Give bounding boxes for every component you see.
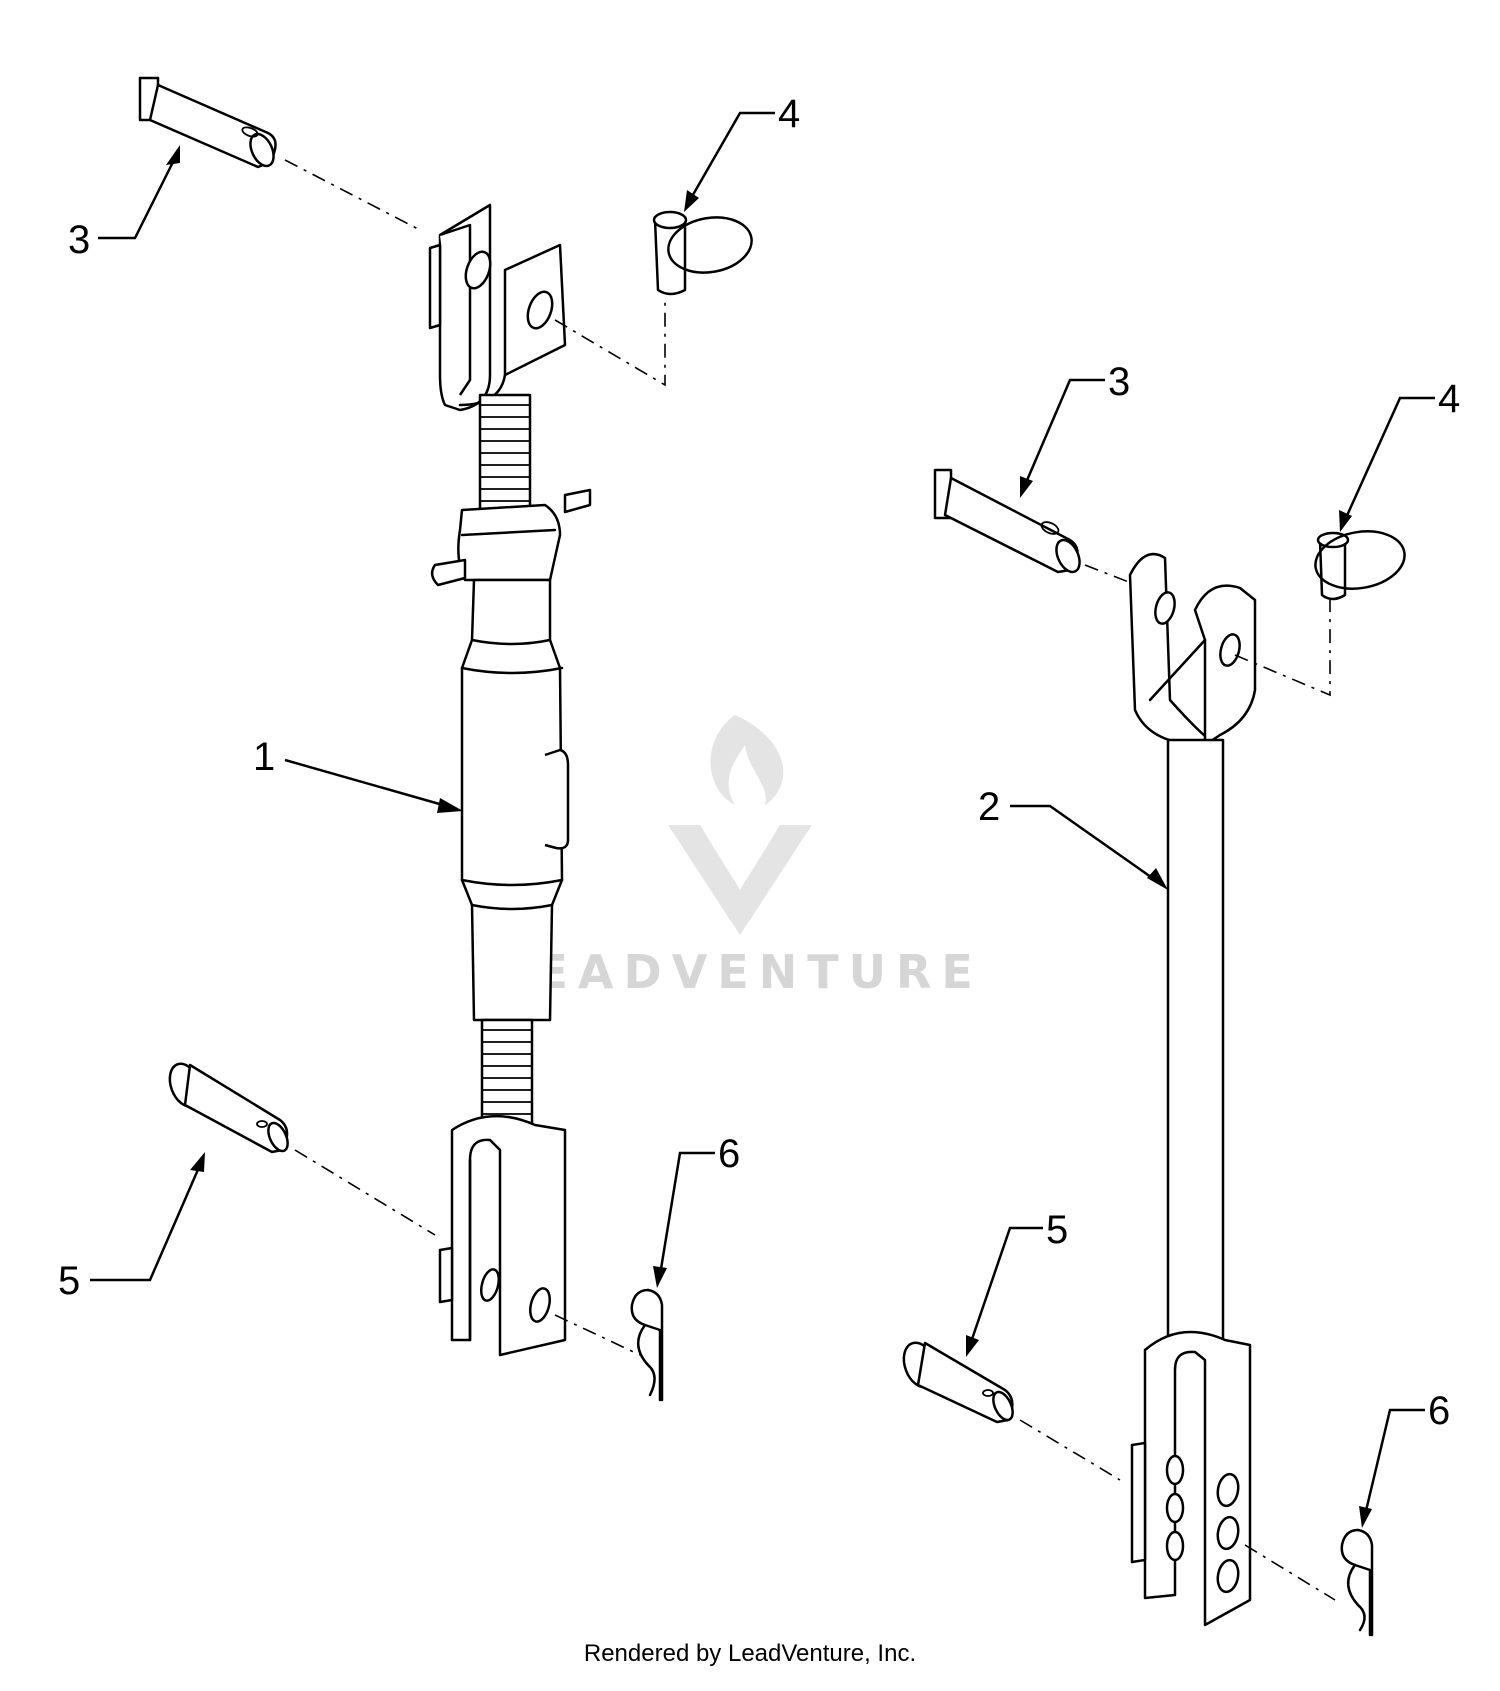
- callout-4-left: 4: [778, 92, 800, 136]
- hair-pin-right: [1340, 1528, 1374, 1637]
- leader-3-right: [1023, 378, 1105, 486]
- callout-3-right: 3: [1108, 360, 1130, 404]
- arrowhead-icon: [653, 1266, 667, 1288]
- leader-4-right: [1343, 396, 1435, 521]
- arrowhead-icon: [1147, 868, 1168, 890]
- arrowhead-icon: [437, 798, 463, 813]
- leader-5-right: [968, 1226, 1043, 1346]
- callout-2: 2: [978, 785, 1000, 829]
- callout-1: 1: [253, 735, 275, 779]
- clevis-pin-top-right: [933, 468, 1081, 574]
- arrowhead-icon: [1359, 1506, 1372, 1528]
- leader-2: [1010, 804, 1159, 884]
- flame-v-logo-icon: [668, 715, 812, 935]
- clevis-pin-top-left: [138, 76, 277, 169]
- arrowhead-icon: [190, 1152, 205, 1172]
- callout-4-right: 4: [1438, 377, 1460, 421]
- fixed-link-assembly: [902, 468, 1406, 1637]
- leader-6-right: [1363, 1408, 1425, 1516]
- arrowhead-icon: [1020, 476, 1033, 498]
- lynch-pin-top-right: [1314, 530, 1406, 601]
- bottom-clevis: [438, 1114, 567, 1357]
- fixed-link-bar: [1166, 738, 1225, 1342]
- leader-4-left: [688, 111, 775, 201]
- lynch-pin-top-left: [652, 210, 753, 296]
- footer-credit: Rendered by LeadVenture, Inc.: [583, 1640, 917, 1667]
- watermark: LEADVENTURE: [497, 715, 983, 999]
- leader-1: [284, 758, 451, 809]
- callout-5-right: 5: [1046, 1208, 1068, 1252]
- watermark-text: LEADVENTURE: [497, 945, 983, 999]
- top-clevis: [428, 203, 567, 412]
- clevis-pin-bottom-left: [168, 1062, 289, 1154]
- leader-3-left: [98, 157, 177, 240]
- hair-pin-left: [630, 1288, 664, 1402]
- turnbuckle-body: [460, 578, 570, 1022]
- bottom-clevis-right: [1130, 1330, 1252, 1627]
- leader-5-left: [90, 1164, 202, 1282]
- callout-6-left: 6: [718, 1132, 740, 1176]
- callout-6-right: 6: [1428, 1389, 1450, 1433]
- arrowhead-icon: [1339, 510, 1352, 532]
- callouts: 3 4 1 5 6 3 4 2 5 6: [58, 92, 1460, 1528]
- callout-5-left: 5: [58, 1259, 80, 1303]
- clevis-pin-bottom-right: [902, 1341, 1014, 1424]
- callout-3-left: 3: [68, 218, 90, 262]
- top-clevis-right: [1128, 552, 1257, 747]
- leader-6-left: [658, 1151, 715, 1276]
- arrowhead-icon: [966, 1335, 979, 1357]
- adjustable-link-assembly: [138, 76, 753, 1402]
- lock-nut-handle: [430, 488, 592, 587]
- arrowhead-icon: [684, 190, 699, 212]
- arrowhead-icon: [166, 145, 180, 165]
